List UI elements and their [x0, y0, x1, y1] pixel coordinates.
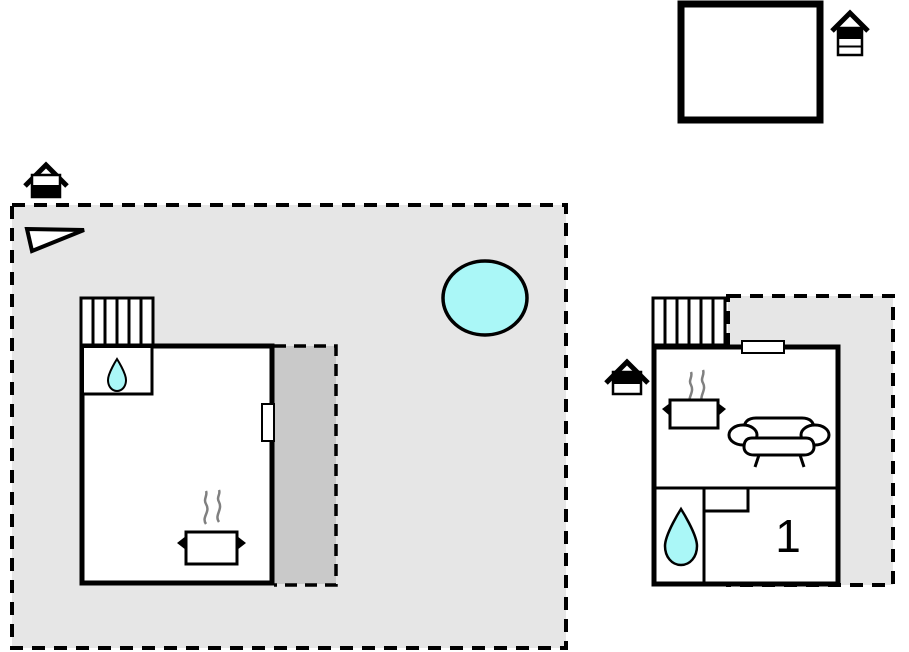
first-floor-plan: 1	[651, 294, 895, 587]
upper-level-outline	[677, 0, 824, 124]
ground-stairs	[79, 296, 155, 347]
first-floor-bedroom-step-wall	[704, 488, 750, 513]
sofa-icon	[727, 416, 831, 468]
cooking-pot-icon	[177, 489, 246, 566]
terrace-dashed-edge	[274, 344, 338, 587]
ground-window	[261, 403, 275, 442]
ground-building-walls	[79, 343, 275, 586]
ground-level-plan	[10, 203, 568, 650]
terrace-area	[274, 346, 336, 584]
first-floor-window	[741, 340, 785, 354]
house-2-level-bottom-filled-icon	[23, 161, 69, 199]
upper-level-plan	[677, 0, 824, 124]
first-floor-stairs	[651, 296, 727, 347]
water-drop-icon	[663, 506, 699, 567]
orientation-marker-triangle	[24, 226, 85, 254]
house-3-level-icon	[830, 9, 870, 57]
pool-ellipse	[441, 259, 529, 337]
water-drop-icon	[106, 357, 128, 393]
room-number-label: 1	[775, 510, 801, 562]
house-2-level-top-filled-icon	[604, 358, 650, 396]
cooking-pot-icon	[662, 369, 726, 430]
